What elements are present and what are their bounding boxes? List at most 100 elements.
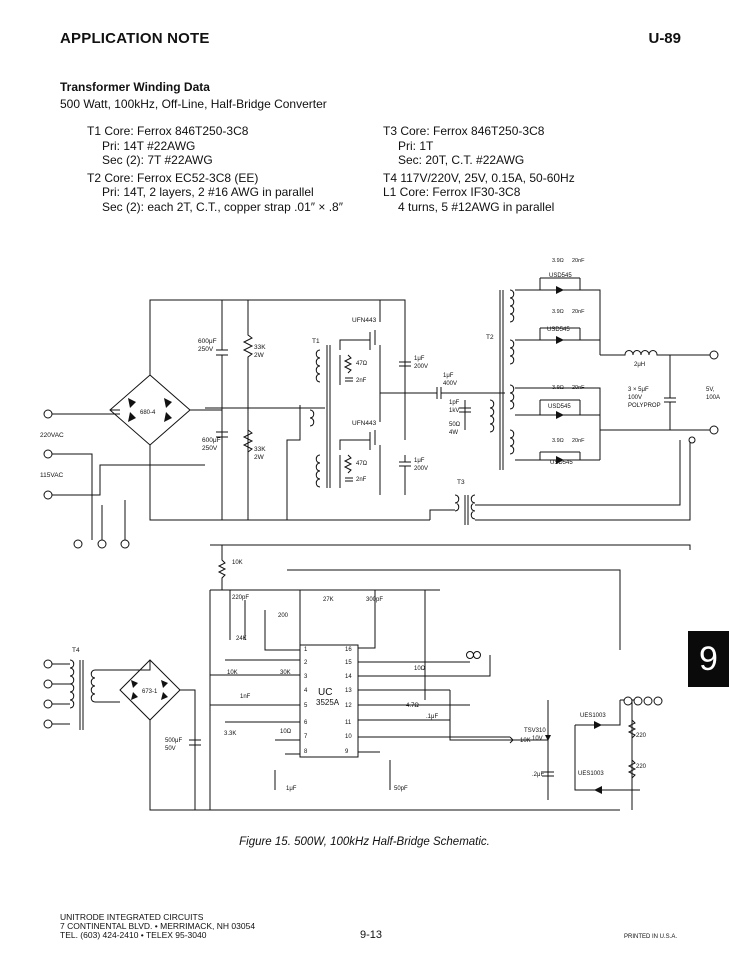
svg-text:16: 16 bbox=[345, 647, 352, 653]
ic-name-line2: 3525A bbox=[316, 698, 340, 707]
inductor-label: 2μH bbox=[634, 362, 645, 368]
winding-line: T3 Core: Ferrox 846T250-3C8 bbox=[383, 124, 545, 138]
winding-line: 4 turns, 5 #12AWG in parallel bbox=[398, 199, 555, 214]
c500u-value: 500μF bbox=[165, 738, 182, 744]
footer-address: UNITRODE INTEGRATED CIRCUITS 7 CONTINENT… bbox=[60, 913, 255, 940]
svg-text:10: 10 bbox=[345, 734, 352, 740]
figure-caption: Figure 15. 500W, 100kHz Half-Bridge Sche… bbox=[239, 836, 490, 848]
t4-input-terminals bbox=[43, 659, 96, 730]
t2-transformer bbox=[499, 289, 515, 470]
svg-text:2: 2 bbox=[304, 660, 308, 666]
cap-bot-value: 600μF bbox=[202, 437, 221, 444]
r47-top: 47Ω bbox=[356, 361, 368, 367]
t3-label: T3 bbox=[457, 479, 465, 486]
winding-line: Sec (2): each 2T, C.T., copper strap .01… bbox=[102, 199, 343, 214]
diode-2: USD545 bbox=[547, 327, 570, 333]
output-current: 100A bbox=[706, 395, 720, 401]
coupling-cap bbox=[380, 387, 505, 399]
ic-uc3525a bbox=[299, 644, 359, 758]
c1u-right-label: .1μF bbox=[426, 714, 438, 720]
c2n-bottom: 2nF bbox=[356, 477, 367, 483]
winding-line: Sec (2): 7T #22AWG bbox=[102, 153, 213, 167]
footer-line: UNITRODE INTEGRATED CIRCUITS bbox=[60, 912, 204, 922]
r47-right-label: 4.7Ω bbox=[406, 703, 419, 709]
cap-out-value: 3 × 5μF bbox=[628, 387, 649, 393]
input-terminals bbox=[43, 409, 205, 549]
winding-line: T1 Core: Ferrox 846T250-3C8 bbox=[87, 124, 249, 138]
res-top-rating: 2W bbox=[254, 352, 265, 359]
r220b-label: 220 bbox=[636, 764, 647, 770]
svg-text:12: 12 bbox=[345, 703, 352, 709]
cap-top-rating: 250V bbox=[198, 346, 214, 353]
svg-text:11: 11 bbox=[345, 720, 352, 726]
snubber-caps bbox=[399, 355, 411, 495]
svg-text:6: 6 bbox=[304, 720, 308, 726]
bridge1-label: 680-4 bbox=[140, 410, 156, 416]
ues1-label: UES1003 bbox=[580, 713, 606, 719]
winding-line: Pri: 14T #22AWG bbox=[102, 138, 196, 153]
bridge-rectifier-2: 673-1 bbox=[95, 659, 210, 811]
section-subtitle: 500 Watt, 100kHz, Off-Line, Half-Bridge … bbox=[60, 97, 327, 111]
r50-rating: 4W bbox=[449, 430, 458, 436]
section-tab: 9 bbox=[688, 631, 729, 687]
cap-out-rating: 100V bbox=[628, 395, 642, 401]
snub-c-3: 20nF bbox=[572, 385, 585, 391]
svg-text:9: 9 bbox=[345, 749, 349, 755]
snub-c-4: 20nF bbox=[572, 438, 585, 444]
c1p-rating: 1kV bbox=[449, 408, 459, 414]
svg-text:4: 4 bbox=[304, 688, 308, 694]
c1u-top-value: 1μF bbox=[414, 356, 425, 362]
c300p-label: 300pF bbox=[366, 597, 383, 603]
c1u-low-label: 1μF bbox=[286, 786, 297, 792]
footer-line: TEL. (603) 424-2410 • TELEX 95-3040 bbox=[60, 930, 207, 940]
r10-ic-label: 10Ω bbox=[280, 729, 292, 735]
res-bot-value: 33K bbox=[254, 446, 266, 453]
r47-bottom: 47Ω bbox=[356, 461, 368, 467]
c220p-label: 220pF bbox=[232, 595, 249, 601]
r27k-label: 27K bbox=[323, 597, 334, 603]
ic-right-wiring bbox=[358, 590, 510, 753]
zener-part: TSV310 bbox=[524, 728, 546, 734]
input-115vac: 115VAC bbox=[40, 472, 64, 479]
page-number: 9-13 bbox=[360, 929, 383, 941]
ic-pins-left: 1 2 3 4 5 6 7 8 bbox=[304, 647, 308, 755]
t1-label: T1 bbox=[312, 338, 320, 345]
svg-text:7: 7 bbox=[304, 734, 308, 740]
r220a-label: 220 bbox=[636, 733, 647, 739]
c1u-400-value: 1μF bbox=[443, 373, 454, 379]
ic-pins-right: 16 15 14 13 12 11 10 9 bbox=[345, 647, 352, 755]
mosfet-top-label: UFN443 bbox=[352, 317, 377, 324]
svg-text:5: 5 bbox=[304, 703, 308, 709]
mosfet-bottom-label: UFN443 bbox=[352, 420, 377, 427]
header-page-code: U-89 bbox=[648, 30, 681, 47]
winding-line: Sec: 20T, C.T. #22AWG bbox=[398, 153, 525, 167]
c50p-label: 50pF bbox=[394, 786, 408, 792]
zener-voltage: 10V bbox=[532, 736, 543, 742]
ic-left-wiring bbox=[209, 589, 620, 811]
snub-r-3: 3.9Ω bbox=[552, 385, 564, 391]
mosfet-bottom bbox=[339, 380, 381, 495]
control-wires bbox=[210, 544, 691, 700]
r24k-label: 24K bbox=[236, 636, 247, 642]
winding-line: L1 Core: Ferrox IF30-3C8 bbox=[383, 185, 521, 199]
filter-capacitors bbox=[216, 300, 254, 520]
header-title: APPLICATION NOTE bbox=[60, 30, 210, 47]
t1-transformer bbox=[286, 345, 331, 520]
c1u-bot-rating: 200V bbox=[414, 466, 428, 472]
r10k-top: 10K bbox=[232, 560, 243, 566]
snub-r-4: 3.9Ω bbox=[552, 438, 564, 444]
svg-text:1: 1 bbox=[304, 647, 308, 653]
winding-line: T2 Core: Ferrox EC52-3C8 (EE) bbox=[87, 170, 259, 185]
diode-4: USD545 bbox=[550, 460, 573, 466]
svg-text:13: 13 bbox=[345, 688, 352, 694]
printed-notice: PRINTED IN U.S.A. bbox=[624, 934, 678, 940]
r30k-label: 30K bbox=[280, 670, 291, 676]
feedback-network bbox=[449, 690, 640, 810]
snub-c-1: 20nF bbox=[572, 258, 585, 264]
c1n-label: 1nF bbox=[240, 694, 251, 700]
output-positive-terminal bbox=[709, 350, 719, 360]
cap-top-value: 600μF bbox=[198, 338, 217, 345]
t2-primary bbox=[489, 399, 495, 433]
snub-r-1: 3.9Ω bbox=[552, 258, 564, 264]
